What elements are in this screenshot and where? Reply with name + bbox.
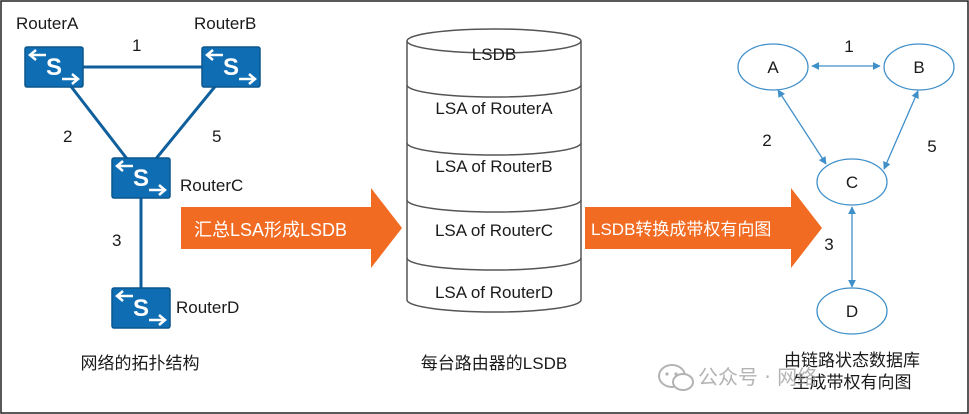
link-c-d-cost: 3 [112,231,121,250]
router-b-icon[interactable]: S [200,45,262,89]
edge-b-c-weight: 5 [927,137,936,156]
weighted-graph: A B C D 1 2 5 3 由链路状态数据库 生成带权有向图 [737,37,955,392]
graph-caption-line2: 生成带权有向图 [793,373,912,392]
node-a-label: A [767,58,779,77]
router-d-label: RouterD [176,298,239,317]
convert-arrow-label: LSDB转换成带权有向图 [591,220,771,239]
router-d-glyph: S [133,295,149,322]
topology-caption: 网络的拓扑结构 [81,354,200,373]
edge-a-b-weight: 1 [844,37,853,56]
lsa-entry-router-c: LSA of RouterC [435,221,553,240]
router-c-icon[interactable]: S [110,156,172,200]
lsa-entry-router-a: LSA of RouterA [435,99,553,118]
router-a-label: RouterA [16,14,79,33]
router-d-icon[interactable]: S [110,286,172,330]
summarize-arrow: 汇总LSA形成LSDB [181,188,402,268]
link-b-c-cost: 5 [212,127,221,146]
watermark: 公众号 · 网络 [658,364,817,391]
node-c-label: C [846,173,858,192]
wechat-icon [658,364,694,391]
edge-c-d-weight: 3 [824,235,833,254]
router-a-glyph: S [46,54,62,81]
router-a-icon[interactable]: S [23,45,85,89]
node-d-label: D [846,302,858,321]
lsa-entry-router-b: LSA of RouterB [435,157,552,176]
convert-arrow-shape [585,188,822,268]
node-c[interactable] [816,158,888,206]
graph-caption-line1: 由链路状态数据库 [784,351,920,370]
edge-a-c [777,89,827,165]
router-b-glyph: S [223,54,239,81]
convert-arrow: LSDB转换成带权有向图 [585,188,822,268]
router-b-label: RouterB [194,14,256,33]
lsdb-cylinder: LSDB LSA of RouterA LSA of RouterB LSA o… [406,28,582,373]
network-topology: S S S S RouterA RouterB RouterC RouterD … [16,14,262,373]
node-d[interactable] [816,287,888,335]
edge-a-c-weight: 2 [762,131,771,150]
watermark-text: 公众号 · 网络 [698,365,817,389]
summarize-arrow-label: 汇总LSA形成LSDB [194,220,347,240]
link-a-c-cost: 2 [63,127,72,146]
router-c-label: RouterC [180,176,243,195]
node-b-label: B [913,58,924,77]
lsa-entry-router-d: LSA of RouterD [435,283,553,302]
lsdb-title: LSDB [472,45,516,64]
edge-b-c [883,90,919,170]
link-a-b-cost: 1 [132,36,141,55]
node-a[interactable] [737,43,809,91]
summarize-arrow-shape [181,188,402,268]
router-c-glyph: S [133,165,149,192]
lsdb-caption: 每台路由器的LSDB [421,354,567,373]
node-b[interactable] [883,43,955,91]
